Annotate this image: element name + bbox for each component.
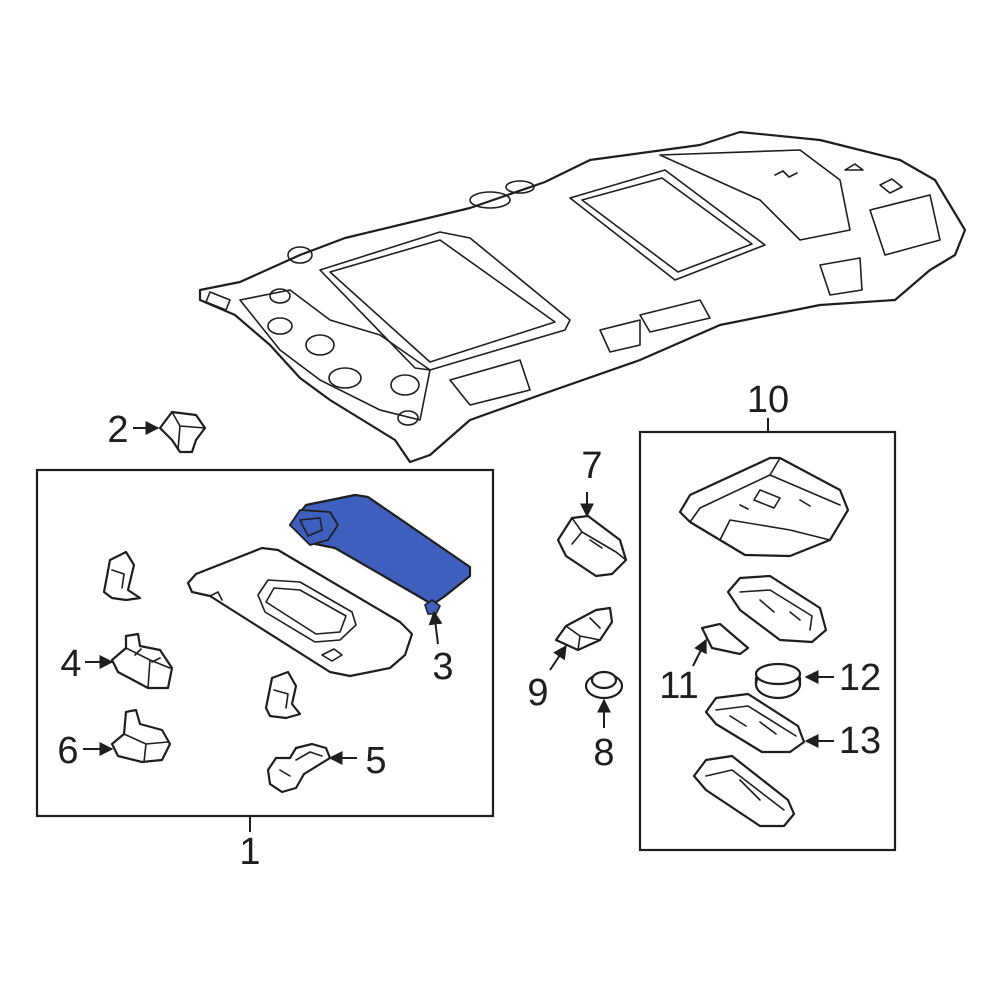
part-12-knob[interactable] — [754, 662, 802, 700]
console-bottom-cover[interactable] — [692, 754, 796, 828]
part-13-lamp-housing[interactable] — [704, 692, 806, 754]
callout-5: 5 — [365, 740, 386, 782]
part-7-lamp-housing[interactable] — [556, 514, 628, 578]
console-lamp-housing-upper[interactable] — [726, 574, 828, 644]
callout-3: 3 — [432, 646, 453, 688]
part-10-overhead-console[interactable] — [678, 456, 850, 558]
callout-11: 11 — [659, 665, 698, 707]
callout-10: 10 — [747, 379, 789, 421]
visor-clip-lower[interactable] — [264, 670, 302, 720]
callout-6: 6 — [57, 730, 78, 772]
part-6-bracket[interactable] — [110, 708, 172, 764]
part-11-lens[interactable] — [700, 622, 750, 656]
part-8-grommet[interactable] — [584, 670, 624, 700]
part-3-highlighted-visor[interactable] — [288, 493, 472, 615]
leader-11 — [692, 638, 707, 667]
callout-4: 4 — [60, 643, 81, 685]
group-box-1 — [35, 468, 495, 818]
callout-8: 8 — [593, 732, 614, 774]
part-5-holder[interactable] — [266, 742, 332, 794]
part-2-clip[interactable] — [158, 410, 207, 454]
sun-visor[interactable] — [186, 546, 414, 678]
callout-7: 7 — [581, 445, 602, 487]
callout-9: 9 — [527, 672, 548, 714]
callout-1: 1 — [239, 831, 260, 873]
headliner-part[interactable] — [198, 130, 967, 464]
visor-clip-upper[interactable] — [102, 550, 142, 602]
leader-9 — [549, 644, 567, 671]
leader-3 — [428, 610, 443, 645]
part-9-connector[interactable] — [554, 606, 614, 652]
callout-13: 13 — [839, 720, 881, 762]
callout-12: 12 — [839, 657, 881, 699]
part-4-bracket[interactable] — [110, 632, 174, 690]
callout-2: 2 — [107, 409, 128, 451]
